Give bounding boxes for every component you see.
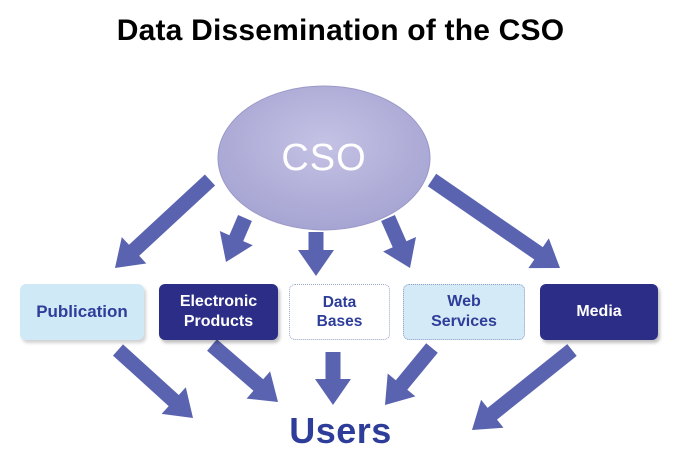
arrow-cso-to-data-bases: [298, 232, 334, 276]
web-services-line2: Services: [431, 313, 497, 330]
media-box: Media: [540, 284, 658, 340]
arrow-electronic-to-users: [207, 339, 278, 402]
cso-hub-shape: [217, 85, 431, 231]
web-services-line1: Web: [447, 293, 481, 310]
data-bases-label: Data Bases: [317, 293, 363, 332]
arrow-cso-to-web-services: [381, 215, 416, 268]
web-services-box: Web Services: [403, 284, 525, 340]
publication-box: Publication: [20, 284, 144, 340]
electronic-products-label: Electronic Products: [180, 292, 257, 332]
arrow-web-services-to-users: [385, 343, 438, 405]
data-bases-line1: Data: [322, 293, 357, 311]
users-label: Users: [289, 410, 392, 451]
cso-hub-label: CSO: [281, 136, 367, 179]
electronic-products-box: Electronic Products: [159, 284, 278, 340]
arrow-data-bases-to-users: [315, 352, 351, 405]
arrow-media-to-users: [472, 344, 577, 430]
arrow-cso-to-media: [427, 173, 560, 269]
electronic-products-line2: Products: [183, 313, 254, 330]
data-bases-line2: Bases: [316, 313, 363, 330]
media-label: Media: [576, 303, 622, 320]
publication-label: Publication: [36, 302, 128, 322]
data-bases-box: Data Bases: [289, 284, 390, 340]
arrow-cso-to-electronic-products: [219, 215, 253, 262]
arrow-publication-to-users: [113, 344, 193, 418]
diagram-title: Data Dissemination of the CSO: [116, 14, 565, 47]
electronic-products-line1: Electronic: [179, 293, 258, 310]
arrow-cso-to-publication: [115, 174, 216, 268]
web-services-label: Web Services: [431, 292, 497, 332]
